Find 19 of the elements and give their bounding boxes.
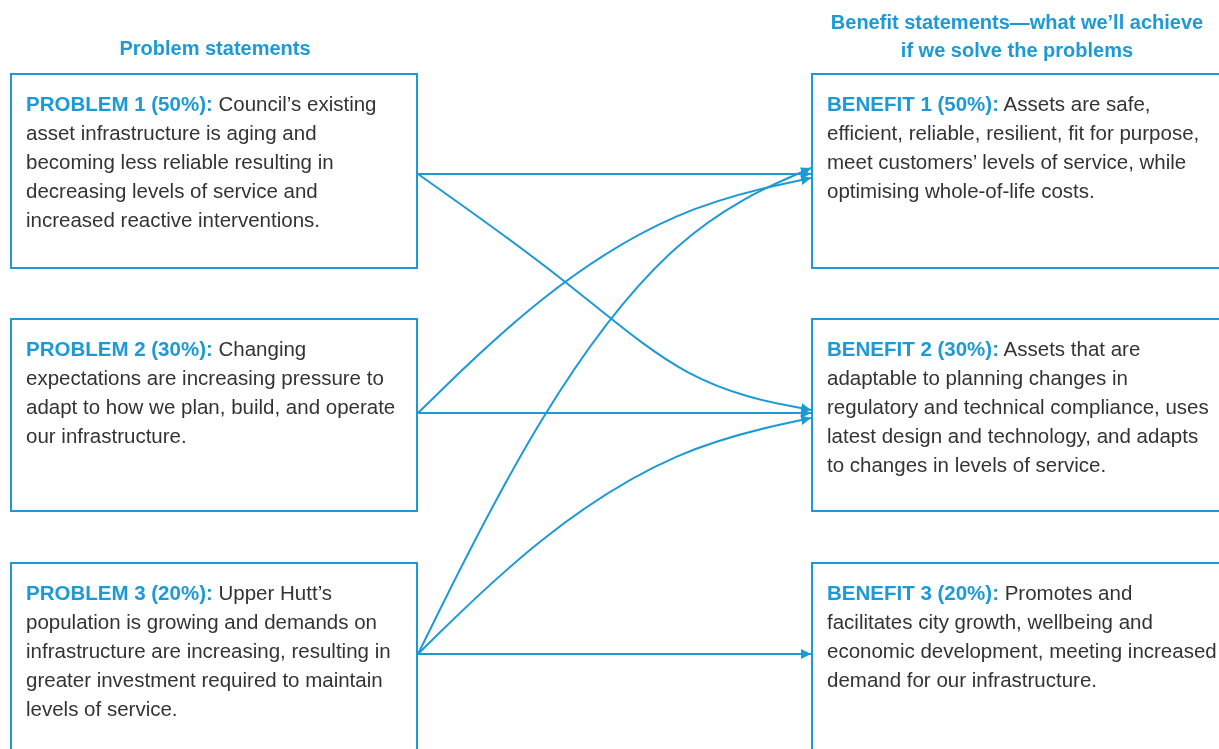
- arrow: [417, 169, 812, 179]
- column-heading: Problem statements: [118, 36, 312, 61]
- statement-box: [10, 318, 418, 512]
- statement-box: [10, 562, 418, 749]
- statement-text: PROBLEM 2 (30%): Changing expectations are increasing pressure to adapt to how we plan, build, and operate our infrastructure.: [26, 336, 397, 449]
- column-heading: Benefit statements—what we’ll achieve if we solve the problems: [829, 10, 1205, 63]
- statement-box: [811, 73, 1219, 269]
- statement-text: BENEFIT 1 (50%): Assets are safe, efficient, reliable, resilient, fit for purpose, meet customers’ levels of service, while optimising whole-of-life costs.: [827, 91, 1201, 204]
- statement-box: [811, 562, 1219, 749]
- arrow: [417, 415, 812, 655]
- statement-text: PROBLEM 1 (50%): Council’s existing asset infrastructure is aging and becoming less reliable resulting in decreasing levels of service and increased reactive interventions.: [26, 91, 378, 233]
- statement-box: [811, 318, 1219, 512]
- arrow: [417, 167, 812, 655]
- arrow: [417, 649, 812, 659]
- statement-text: BENEFIT 3 (20%): Promotes and facilitates city growth, wellbeing and economic development, meeting increased demand for our infrastructure.: [827, 580, 1217, 693]
- arrow: [417, 408, 812, 418]
- statement-text: BENEFIT 2 (30%): Assets that are adaptable to planning changes in regulatory and technical compliance, uses latest design and technology, and adapts to changes in levels of service.: [827, 336, 1210, 478]
- statement-box: [10, 73, 418, 269]
- statement-text: PROBLEM 3 (20%): Upper Hutt’s population is growing and demands on infrastructure are increasing, resulting in greater investment required to maintain levels of service.: [26, 580, 392, 722]
